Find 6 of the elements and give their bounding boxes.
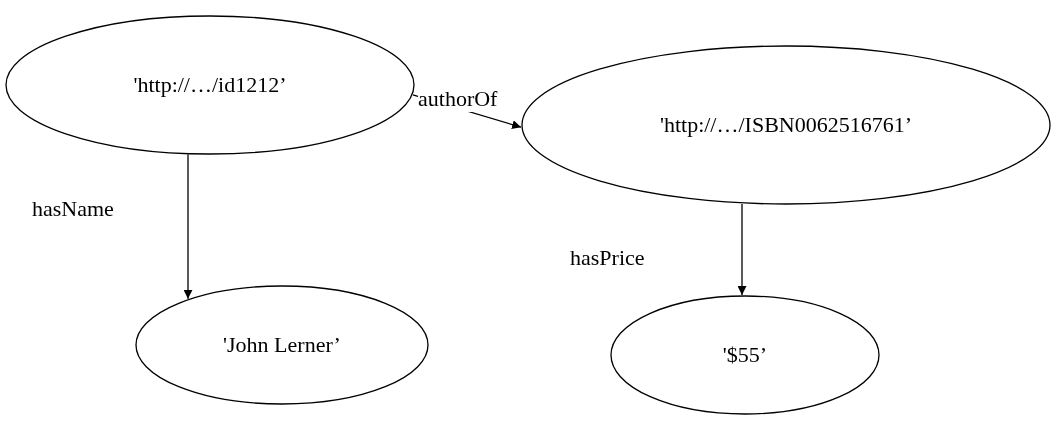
node-label: 'John Lerner’ xyxy=(223,332,341,358)
node-label: 'http://…/ISBN0062516761’ xyxy=(659,112,913,138)
arrow xyxy=(737,203,747,296)
node-label: 'http://…/id1212’ xyxy=(133,72,287,98)
node-label: '$55’ xyxy=(722,342,768,368)
arrow xyxy=(183,153,193,300)
